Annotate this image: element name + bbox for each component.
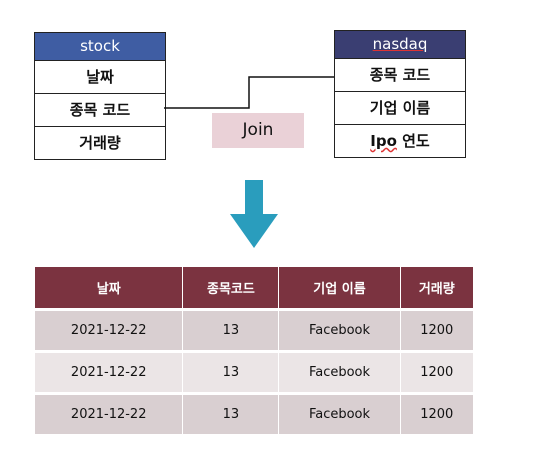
stock-field-date: 날짜 — [35, 61, 165, 94]
table-row: 2021-12-22 13 Facebook 1200 — [33, 309, 475, 353]
cell-company: Facebook — [278, 393, 401, 437]
table-row: 2021-12-22 13 Facebook 1200 — [33, 351, 475, 395]
result-header-code: 종목코드 — [182, 266, 280, 311]
table-row: 2021-12-22 13 Facebook 1200 — [33, 393, 475, 437]
nasdaq-field-code: 종목 코드 — [335, 59, 465, 92]
result-table: 날짜 종목코드 기업 이름 거래량 2021-12-22 13 Facebook… — [33, 266, 475, 437]
nasdaq-table-title: nasdaq — [335, 31, 465, 59]
stock-field-code: 종목 코드 — [35, 94, 165, 127]
cell-date: 2021-12-22 — [33, 351, 184, 395]
stock-table-title: stock — [35, 33, 165, 61]
result-header-date: 날짜 — [33, 266, 184, 311]
cell-volume: 1200 — [399, 309, 475, 353]
cell-date: 2021-12-22 — [33, 309, 184, 353]
join-label: Join — [212, 113, 304, 148]
cell-volume: 1200 — [399, 351, 475, 395]
cell-code: 13 — [182, 393, 280, 437]
cell-date: 2021-12-22 — [33, 393, 184, 437]
cell-code: 13 — [182, 351, 280, 395]
nasdaq-field-company: 기업 이름 — [335, 92, 465, 125]
down-arrow-icon — [230, 180, 278, 248]
cell-code: 13 — [182, 309, 280, 353]
nasdaq-field-ipo-year: Ipo 연도 — [370, 132, 430, 150]
nasdaq-table: nasdaq 종목 코드 기업 이름 Ipo 연도 — [334, 30, 466, 158]
cell-volume: 1200 — [399, 393, 475, 437]
result-header-company: 기업 이름 — [278, 266, 401, 311]
stock-table: stock 날짜 종목 코드 거래량 — [34, 32, 166, 160]
result-header-row: 날짜 종목코드 기업 이름 거래량 — [33, 266, 475, 311]
cell-company: Facebook — [278, 351, 401, 395]
stock-field-volume: 거래량 — [79, 134, 121, 152]
cell-company: Facebook — [278, 309, 401, 353]
result-header-volume: 거래량 — [399, 266, 475, 311]
